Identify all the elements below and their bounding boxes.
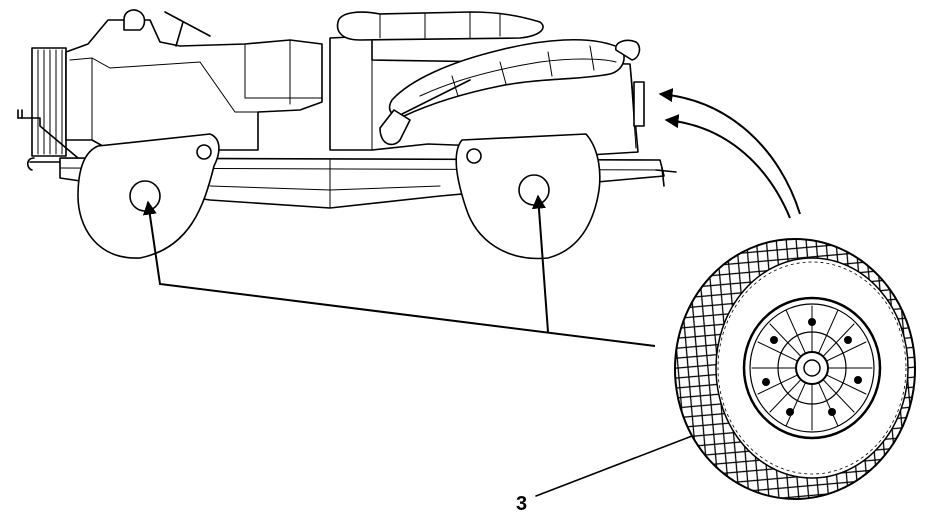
headlight bbox=[123, 9, 146, 31]
arrow-to-rear-hub bbox=[531, 194, 549, 333]
radiator-grille bbox=[31, 47, 67, 157]
arrow-to-front-hub bbox=[142, 200, 656, 347]
pointer-arrows bbox=[142, 88, 801, 347]
vehicle-drawing bbox=[17, 9, 677, 260]
rear-wheel-fender bbox=[455, 133, 601, 260]
callout-leader-line bbox=[535, 435, 693, 497]
callout-label: 3 bbox=[516, 493, 527, 515]
shovel bbox=[379, 79, 471, 146]
lug-holes bbox=[762, 318, 862, 416]
front-wheel-fender bbox=[77, 133, 220, 259]
steering-wheel bbox=[164, 11, 211, 47]
arrow-to-spare-mount-upper bbox=[658, 88, 801, 215]
wheel-rim bbox=[742, 296, 882, 440]
rolled-tarpaulin bbox=[336, 11, 641, 118]
engine-hood bbox=[65, 19, 323, 151]
arrow-to-spare-mount-lower bbox=[664, 114, 791, 219]
detached-wheel bbox=[674, 238, 916, 500]
callout-3: 3 bbox=[516, 435, 693, 515]
